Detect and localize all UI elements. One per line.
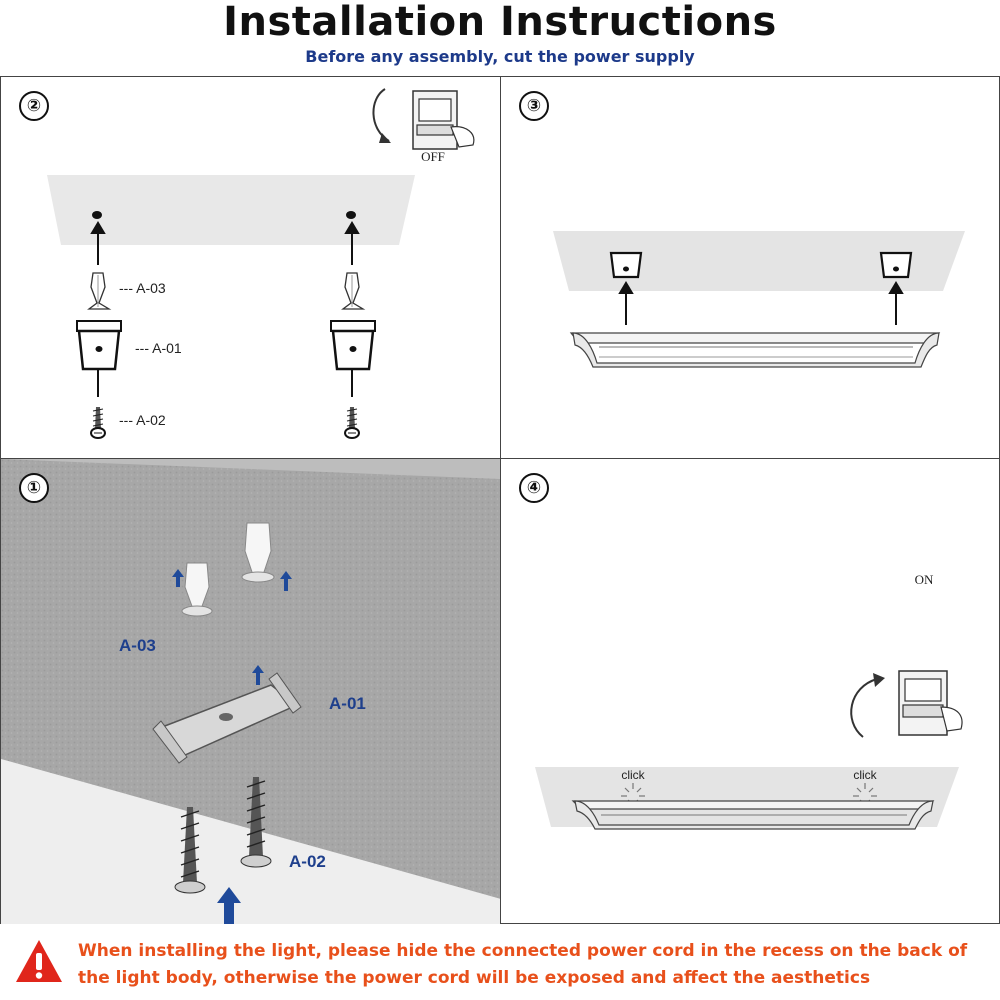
up-arrow-icon xyxy=(172,569,292,924)
label-a03: --- A-03 xyxy=(119,280,166,296)
wall-anchor-icon xyxy=(341,272,366,310)
drill-hole xyxy=(346,211,356,219)
led-light-fixture-icon xyxy=(569,332,941,368)
instruction-grid: ② OFF xyxy=(0,76,1000,924)
step-4-number: ④ xyxy=(519,473,549,503)
step-4-illustration: ON click click xyxy=(535,572,963,830)
step-2-illustration: OFF --- A-03 xyxy=(47,88,475,439)
step-2-panel: ② OFF xyxy=(0,77,501,459)
step-2-number: ② xyxy=(19,91,49,121)
step-1-panel: ① xyxy=(0,459,501,924)
mounting-bracket-icon xyxy=(76,320,122,371)
mounting-bracket-icon xyxy=(152,672,302,764)
off-label: OFF xyxy=(421,149,445,164)
off-switch-icon: OFF xyxy=(372,88,475,164)
on-switch-icon: ON xyxy=(850,572,963,738)
warning-triangle-icon xyxy=(16,940,62,982)
label-a03: A-03 xyxy=(119,636,156,655)
step-1-illustration: A-03 A-01 xyxy=(1,459,500,924)
step-3-panel: ③ xyxy=(501,77,1000,459)
label-a02: --- A-02 xyxy=(119,412,166,428)
drill-hole xyxy=(92,211,102,219)
on-label: ON xyxy=(915,572,934,587)
step-3-number: ③ xyxy=(519,91,549,121)
wall-anchor-icon xyxy=(87,272,112,310)
mounting-bracket-icon xyxy=(879,251,913,279)
led-light-fixture-icon xyxy=(571,800,935,830)
click-label: click xyxy=(853,768,877,782)
label-a01: A-01 xyxy=(329,694,366,713)
label-a01: --- A-01 xyxy=(135,340,182,356)
screw-icon xyxy=(174,807,206,894)
step-4-panel: ④ ON click click xyxy=(501,459,1000,924)
screw-icon xyxy=(344,407,360,439)
screw-icon xyxy=(90,407,106,439)
ceiling-surface xyxy=(535,767,959,827)
screw-icon xyxy=(240,777,272,868)
page-title: Installation Instructions xyxy=(223,0,777,45)
warning-message: When installing the light, please hide t… xyxy=(78,941,968,988)
label-a02: A-02 xyxy=(289,852,326,871)
mounting-bracket-icon xyxy=(330,320,376,371)
ceiling-surface xyxy=(553,231,965,291)
wall-anchor-icon xyxy=(241,522,275,583)
wall-anchor-icon xyxy=(181,562,213,617)
step-1-number: ① xyxy=(19,473,49,503)
ceiling-texture xyxy=(1,459,500,899)
mounting-bracket-icon xyxy=(609,251,643,279)
ceiling-surface xyxy=(47,175,415,245)
page-subtitle: Before any assembly, cut the power suppl… xyxy=(305,47,695,66)
click-label: click xyxy=(621,768,645,782)
step-3-illustration xyxy=(553,231,965,368)
